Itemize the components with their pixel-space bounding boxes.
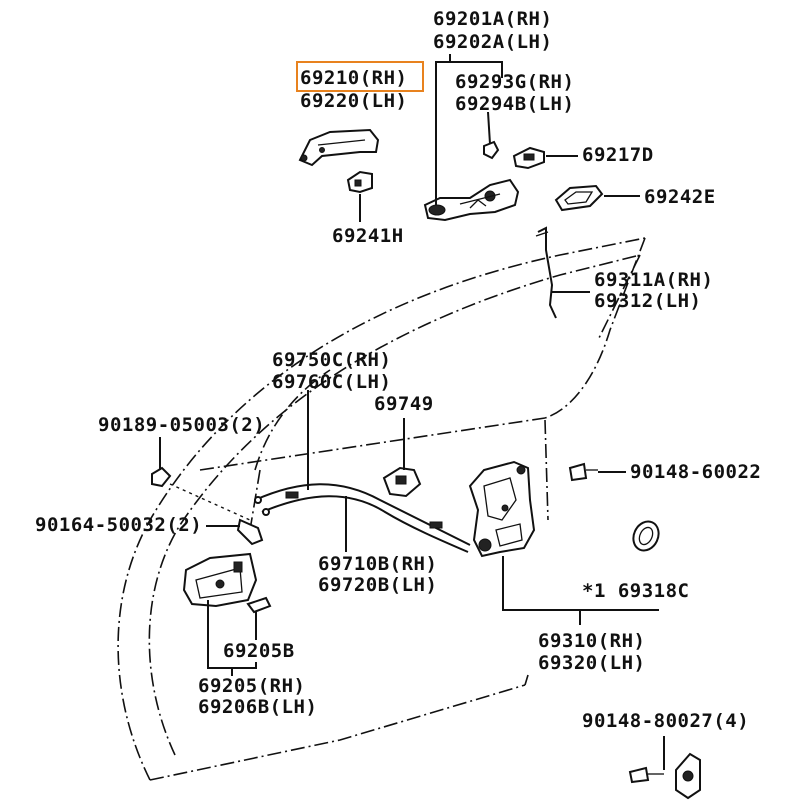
label-90164: 90164-50032(2) (35, 514, 202, 536)
label-69318c: *1 69318C (582, 580, 689, 602)
label-69242e: 69242E (644, 186, 716, 208)
label-69201a: 69201A(RH) (433, 8, 552, 30)
label-69320: 69320(LH) (538, 652, 645, 674)
handle-cover-part[interactable] (346, 170, 373, 194)
label-69710b: 69710B(RH) (318, 553, 437, 575)
label-69220: 69220(LH) (300, 90, 407, 112)
outside-handle[interactable] (298, 128, 380, 167)
handle-gasket[interactable] (554, 184, 604, 212)
label-69205: 69205(RH) (198, 675, 305, 697)
striker-bolt[interactable] (628, 766, 664, 784)
cable-bracket[interactable] (382, 466, 422, 498)
label-69217d: 69217D (582, 144, 654, 166)
label-69720b: 69720B(LH) (318, 574, 437, 596)
part-labels: 69201A(RH) 69202A(LH) 69210(RH) 69220(LH… (35, 8, 761, 732)
selected-part-highlight (296, 61, 424, 92)
handle-clip[interactable] (483, 140, 500, 160)
handle-frame[interactable] (423, 178, 520, 222)
label-69311a: 69311A(RH) (594, 269, 713, 291)
label-69293g: 69293G(RH) (455, 71, 574, 93)
label-69750c: 69750C(RH) (272, 349, 391, 371)
lock-rod[interactable] (535, 226, 557, 319)
door-cables[interactable] (254, 483, 471, 553)
label-69294b: 69294B(LH) (455, 93, 574, 115)
label-69749: 69749 (374, 393, 434, 415)
inside-handle[interactable] (182, 552, 258, 608)
label-69760c: 69760C(LH) (272, 371, 391, 393)
label-90148-60022: 90148-60022 (630, 461, 761, 483)
door-striker[interactable] (675, 752, 701, 800)
handle-pad[interactable] (512, 146, 545, 170)
label-69241h: 69241H (332, 225, 404, 247)
screw-90189[interactable] (151, 466, 172, 488)
label-69310: 69310(RH) (538, 630, 645, 652)
label-90148-80027: 90148-80027(4) (582, 710, 749, 732)
label-69206b: 69206B(LH) (198, 696, 317, 718)
label-69202a: 69202A(LH) (433, 31, 552, 53)
label-69210[interactable]: 69210(RH) (300, 67, 407, 89)
label-90189: 90189-05003(2) (98, 414, 265, 436)
label-69312: 69312(LH) (594, 290, 701, 312)
lock-cover-69318c[interactable] (629, 517, 663, 554)
label-69205b: 69205B (223, 640, 295, 662)
door-lock-assembly[interactable] (468, 460, 536, 558)
screw-90164[interactable] (236, 518, 264, 546)
handle-bezel-69205b[interactable] (246, 596, 272, 614)
door-outline (117, 237, 646, 781)
screw-90148-60022[interactable] (568, 462, 598, 482)
